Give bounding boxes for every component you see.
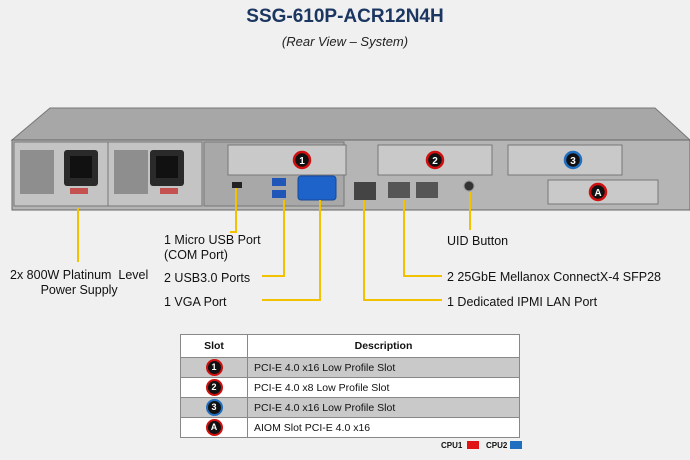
legend-cpu2-label: CPU2 xyxy=(486,441,508,450)
usb3-port-1 xyxy=(272,178,286,186)
svg-text:3: 3 xyxy=(570,156,576,167)
vga-label: 1 VGA Port xyxy=(164,295,227,309)
table-row: 3 PCI-E 4.0 x16 Low Profile Slot xyxy=(180,397,520,418)
legend-cpu2-swatch xyxy=(510,441,522,449)
slot-description: AIOM Slot PCI-E 4.0 x16 xyxy=(247,417,520,438)
aiom-slot xyxy=(547,179,659,205)
slot-1-badge: 1 xyxy=(292,150,312,170)
pcie-slot-1 xyxy=(227,144,347,176)
ipmi-lan-port xyxy=(354,182,376,200)
slot-description: PCI-E 4.0 x16 Low Profile Slot xyxy=(247,357,520,378)
header-slot: Slot xyxy=(180,334,248,358)
header-description: Description xyxy=(247,334,520,358)
table-row: 2 PCI-E 4.0 x8 Low Profile Slot xyxy=(180,377,520,398)
slot-3-badge: 3 xyxy=(563,150,583,170)
slot-table-header: Slot Description xyxy=(180,334,520,358)
legend-cpu1-swatch xyxy=(467,441,479,449)
slot-2-badge: 2 xyxy=(425,150,445,170)
slot-badge: 2 xyxy=(205,379,223,396)
table-row: A AIOM Slot PCI-E 4.0 x16 xyxy=(180,417,520,438)
vga-port xyxy=(297,175,337,201)
ipmi-label: 1 Dedicated IPMI LAN Port xyxy=(447,295,598,309)
slot-badge: 3 xyxy=(205,399,223,416)
svg-text:1: 1 xyxy=(299,156,305,167)
table-row: 1 PCI-E 4.0 x16 Low Profile Slot xyxy=(180,357,520,378)
sfp28-port-1 xyxy=(388,182,410,198)
chassis-lid xyxy=(10,107,690,141)
micro-usb-port xyxy=(232,182,242,188)
legend-cpu1-label: CPU1 xyxy=(441,441,463,450)
page-title: SSG-610P-ACR12N4H xyxy=(246,6,444,27)
slot-badge: 1 xyxy=(205,359,223,376)
usb3-label: 2 USB3.0 Ports xyxy=(164,271,251,285)
svg-text:2: 2 xyxy=(432,156,438,167)
slot-description: PCI-E 4.0 x8 Low Profile Slot xyxy=(247,377,520,398)
micro-usb-label: 1 Micro USB Port (COM Port) xyxy=(164,233,261,262)
page-subtitle: (Rear View – System) xyxy=(281,34,409,49)
slot-a-badge: A xyxy=(588,182,608,202)
uid-label: UID Button xyxy=(447,234,509,248)
slot-table: Slot Description 1 PCI-E 4.0 x16 Low Pro… xyxy=(180,334,520,438)
sfp28-port-2 xyxy=(416,182,438,198)
uid-button xyxy=(463,180,475,192)
slot-description: PCI-E 4.0 x16 Low Profile Slot xyxy=(247,397,520,418)
power-supply-2 xyxy=(107,141,203,207)
slot-badge: A xyxy=(205,419,223,436)
power-supply-1 xyxy=(13,141,109,207)
usb3-port-2 xyxy=(272,190,286,198)
sfp28-label: 2 25GbE Mellanox ConnectX-4 SFP28 xyxy=(447,270,662,284)
callout-lines xyxy=(77,188,471,301)
svg-text:A: A xyxy=(594,188,601,199)
psu-label: 2x 800W Platinum Level Power Supply xyxy=(10,268,149,297)
